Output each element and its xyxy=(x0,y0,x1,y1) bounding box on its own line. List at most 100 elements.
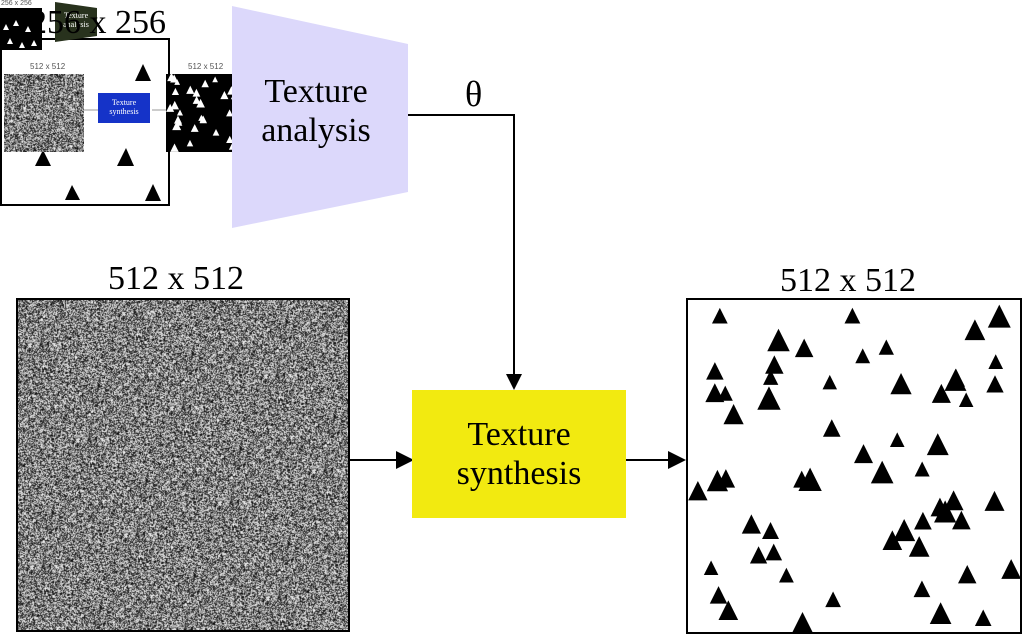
triangle-shape xyxy=(703,560,719,575)
triangle-shape xyxy=(220,91,229,100)
label-mask xyxy=(42,2,100,36)
triangle-shape xyxy=(822,419,841,437)
triangle-shape xyxy=(988,354,1004,369)
triangle-shape xyxy=(718,600,739,621)
triangle-shape xyxy=(688,480,708,501)
triangle-shape xyxy=(135,64,151,81)
triangle-shape xyxy=(870,460,894,484)
triangle-shape xyxy=(952,510,971,530)
triangle-shape xyxy=(878,339,894,355)
triangle-shape xyxy=(844,307,861,324)
triangle-shape xyxy=(174,79,181,85)
triangle-shape xyxy=(145,184,161,201)
triangle-shape xyxy=(986,375,1004,393)
triangle-shape xyxy=(723,404,744,425)
triangle-shape xyxy=(199,116,208,124)
output-size-label: 512 x 512 xyxy=(780,262,916,299)
triangle-shape xyxy=(914,511,932,530)
arrow-down xyxy=(506,374,522,390)
mini-output-label: 512 x 512 xyxy=(188,62,224,71)
triangle-shape xyxy=(767,328,790,352)
triangle-shape xyxy=(741,514,761,534)
triangle-shape xyxy=(974,609,992,627)
triangle-shape xyxy=(35,150,51,166)
triangle-shape xyxy=(717,385,733,401)
triangle-shape xyxy=(882,530,903,551)
triangle-shape xyxy=(890,372,912,395)
triangle-shape xyxy=(212,128,220,136)
triangle-shape xyxy=(958,392,974,408)
triangle-shape xyxy=(931,383,951,403)
analysis-label: Texture analysis xyxy=(261,73,371,150)
triangle-shape xyxy=(171,87,180,96)
triangle-shape xyxy=(908,536,930,557)
triangle-shape xyxy=(706,469,729,492)
arrow-right xyxy=(396,451,414,469)
triangle-shape xyxy=(929,602,952,624)
triangle-shape xyxy=(166,103,175,112)
triangle-shape xyxy=(167,72,176,82)
triangle-shape xyxy=(192,96,201,104)
triangle-shape xyxy=(706,362,724,380)
triangle-shape xyxy=(173,115,182,124)
noise-image xyxy=(16,298,350,632)
triangle-shape xyxy=(226,135,234,143)
triangle-shape xyxy=(186,85,195,94)
triangle-shape xyxy=(853,444,874,464)
triangle-shape xyxy=(964,319,986,341)
triangle-shape xyxy=(765,543,783,561)
mini-synthesis-box: Texture synthesis xyxy=(98,93,150,123)
triangle-shape xyxy=(65,185,80,200)
noise-to-synthesis-arrow xyxy=(350,451,414,469)
exemplar-triangles xyxy=(35,64,161,201)
synthesis-label: Texture synthesis xyxy=(456,415,582,492)
analysis-trapezoid xyxy=(232,6,408,228)
mini-arrows xyxy=(84,109,166,111)
triangle-shape xyxy=(926,433,949,456)
triangle-shape xyxy=(893,518,916,542)
triangle-shape xyxy=(794,338,814,358)
triangle-shape xyxy=(889,432,905,448)
theta-label: θ xyxy=(465,74,483,114)
synthesis-box: Texture synthesis xyxy=(412,390,626,518)
exemplar-size-label: 256 x 256 xyxy=(30,4,166,41)
triangle-shape xyxy=(855,348,871,364)
triangle-shape xyxy=(1001,559,1020,579)
triangle-shape xyxy=(117,148,134,166)
triangle-shape xyxy=(914,461,930,477)
mini-analysis-trapezoid xyxy=(55,2,97,42)
mini-noise-image xyxy=(4,74,84,152)
triangle-shape xyxy=(943,490,964,511)
triangle-shape xyxy=(196,98,205,108)
theta-connector xyxy=(408,114,522,390)
triangle-shape xyxy=(749,546,768,564)
triangle-shape xyxy=(825,591,841,608)
triangle-shape xyxy=(762,522,780,540)
mini-exemplar xyxy=(0,8,42,50)
triangle-shape xyxy=(984,490,1005,511)
triangle-shape xyxy=(793,470,811,488)
triangle-shape xyxy=(934,500,957,523)
arrow-right xyxy=(668,451,686,469)
triangle-shape xyxy=(958,564,977,584)
mini-analysis-label: Texture analysis xyxy=(63,11,89,29)
triangle-shape xyxy=(711,307,728,324)
triangle-shape xyxy=(757,386,781,410)
triangle-shape xyxy=(822,374,838,390)
triangle-shape xyxy=(170,143,179,152)
mini-output-texture xyxy=(166,72,244,152)
triangle-shape xyxy=(226,109,234,117)
triangle-shape xyxy=(212,76,218,83)
triangle-shape xyxy=(987,304,1011,328)
triangle-shape xyxy=(913,580,931,598)
triangle-shape xyxy=(186,139,194,147)
mini-size-label: 256 x 256 xyxy=(1,0,32,7)
noise-size-label: 512 x 512 xyxy=(108,260,244,297)
triangle-shape xyxy=(946,368,966,387)
triangle-shape xyxy=(190,124,199,132)
triangle-shape xyxy=(763,369,779,385)
triangle-shape xyxy=(170,100,179,110)
synthesis-to-output-arrow xyxy=(626,451,686,469)
triangle-shape xyxy=(765,355,784,374)
triangle-shape xyxy=(779,567,794,583)
